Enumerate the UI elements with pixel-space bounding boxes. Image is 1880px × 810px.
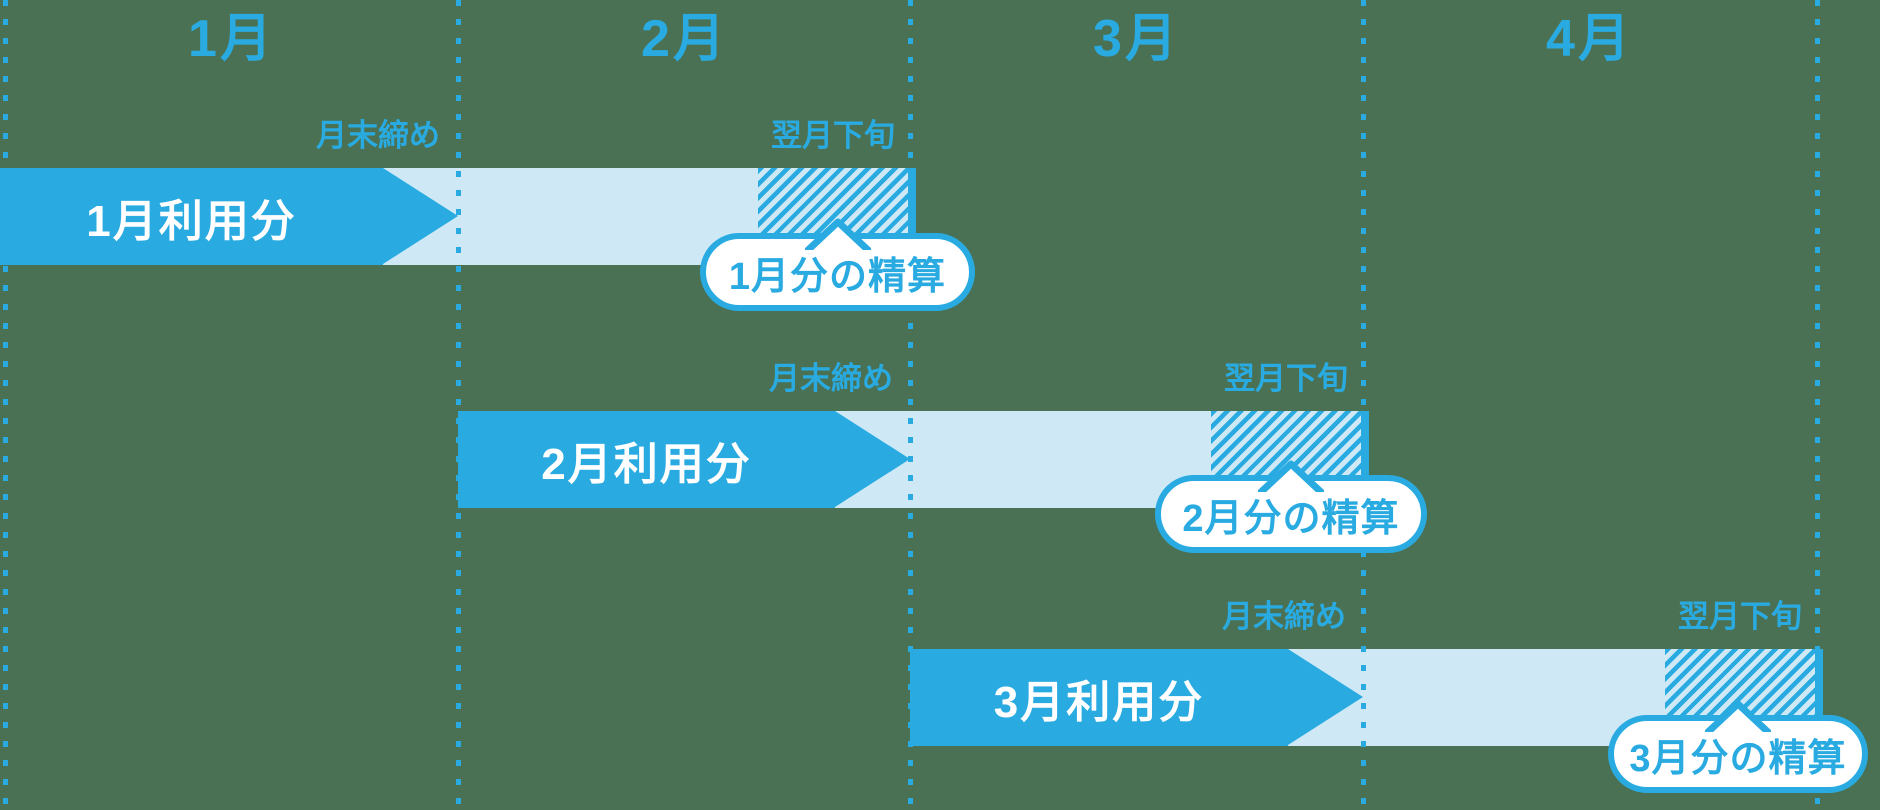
month-end-closing-label: 月末締め xyxy=(1222,599,1346,634)
next-month-late-label: 翌月下旬 xyxy=(771,118,895,153)
usage-period-label: 2月利用分 xyxy=(541,439,752,489)
month-gridline xyxy=(1815,0,1820,810)
usage-period-label: 3月利用分 xyxy=(993,677,1205,727)
settlement-bubble: 3月分の精算 xyxy=(1608,700,1868,793)
next-month-late-label: 翌月下旬 xyxy=(1678,599,1802,634)
settlement-bubble-label: 3月分の精算 xyxy=(1629,737,1847,780)
bubble-notch-icon xyxy=(1258,460,1324,492)
month-gridline xyxy=(908,0,913,810)
bubble-notch-icon xyxy=(1705,700,1771,732)
month-header-apr: 4月 xyxy=(1546,9,1633,68)
usage-period-arrow-tip-icon xyxy=(383,168,458,264)
month-gridline xyxy=(1361,0,1366,810)
usage-period-arrow: 3月利用分 xyxy=(910,649,1288,746)
usage-period-arrow: 2月利用分 xyxy=(458,411,835,508)
usage-period-arrow-tip-icon xyxy=(1288,649,1363,745)
month-header-jan: 1月 xyxy=(188,9,275,68)
settlement-bubble: 2月分の精算 xyxy=(1155,460,1427,553)
settlement-bubble: 1月分の精算 xyxy=(700,218,975,311)
month-end-closing-label: 月末締め xyxy=(316,118,440,153)
settlement-bubble-label: 2月分の精算 xyxy=(1182,497,1400,540)
bubble-notch-icon xyxy=(804,218,871,250)
usage-period-arrow-tip-icon xyxy=(835,411,910,507)
month-gridline xyxy=(456,0,461,810)
usage-period-label: 1月利用分 xyxy=(86,196,297,246)
next-month-late-label: 翌月下旬 xyxy=(1224,361,1348,396)
month-end-closing-label: 月末締め xyxy=(769,361,893,396)
month-header-mar: 3月 xyxy=(1093,9,1180,68)
month-gridline xyxy=(3,0,8,810)
settlement-bubble-label: 1月分の精算 xyxy=(728,255,947,298)
month-header-feb: 2月 xyxy=(641,9,728,68)
usage-period-arrow: 1月利用分 xyxy=(0,168,383,265)
